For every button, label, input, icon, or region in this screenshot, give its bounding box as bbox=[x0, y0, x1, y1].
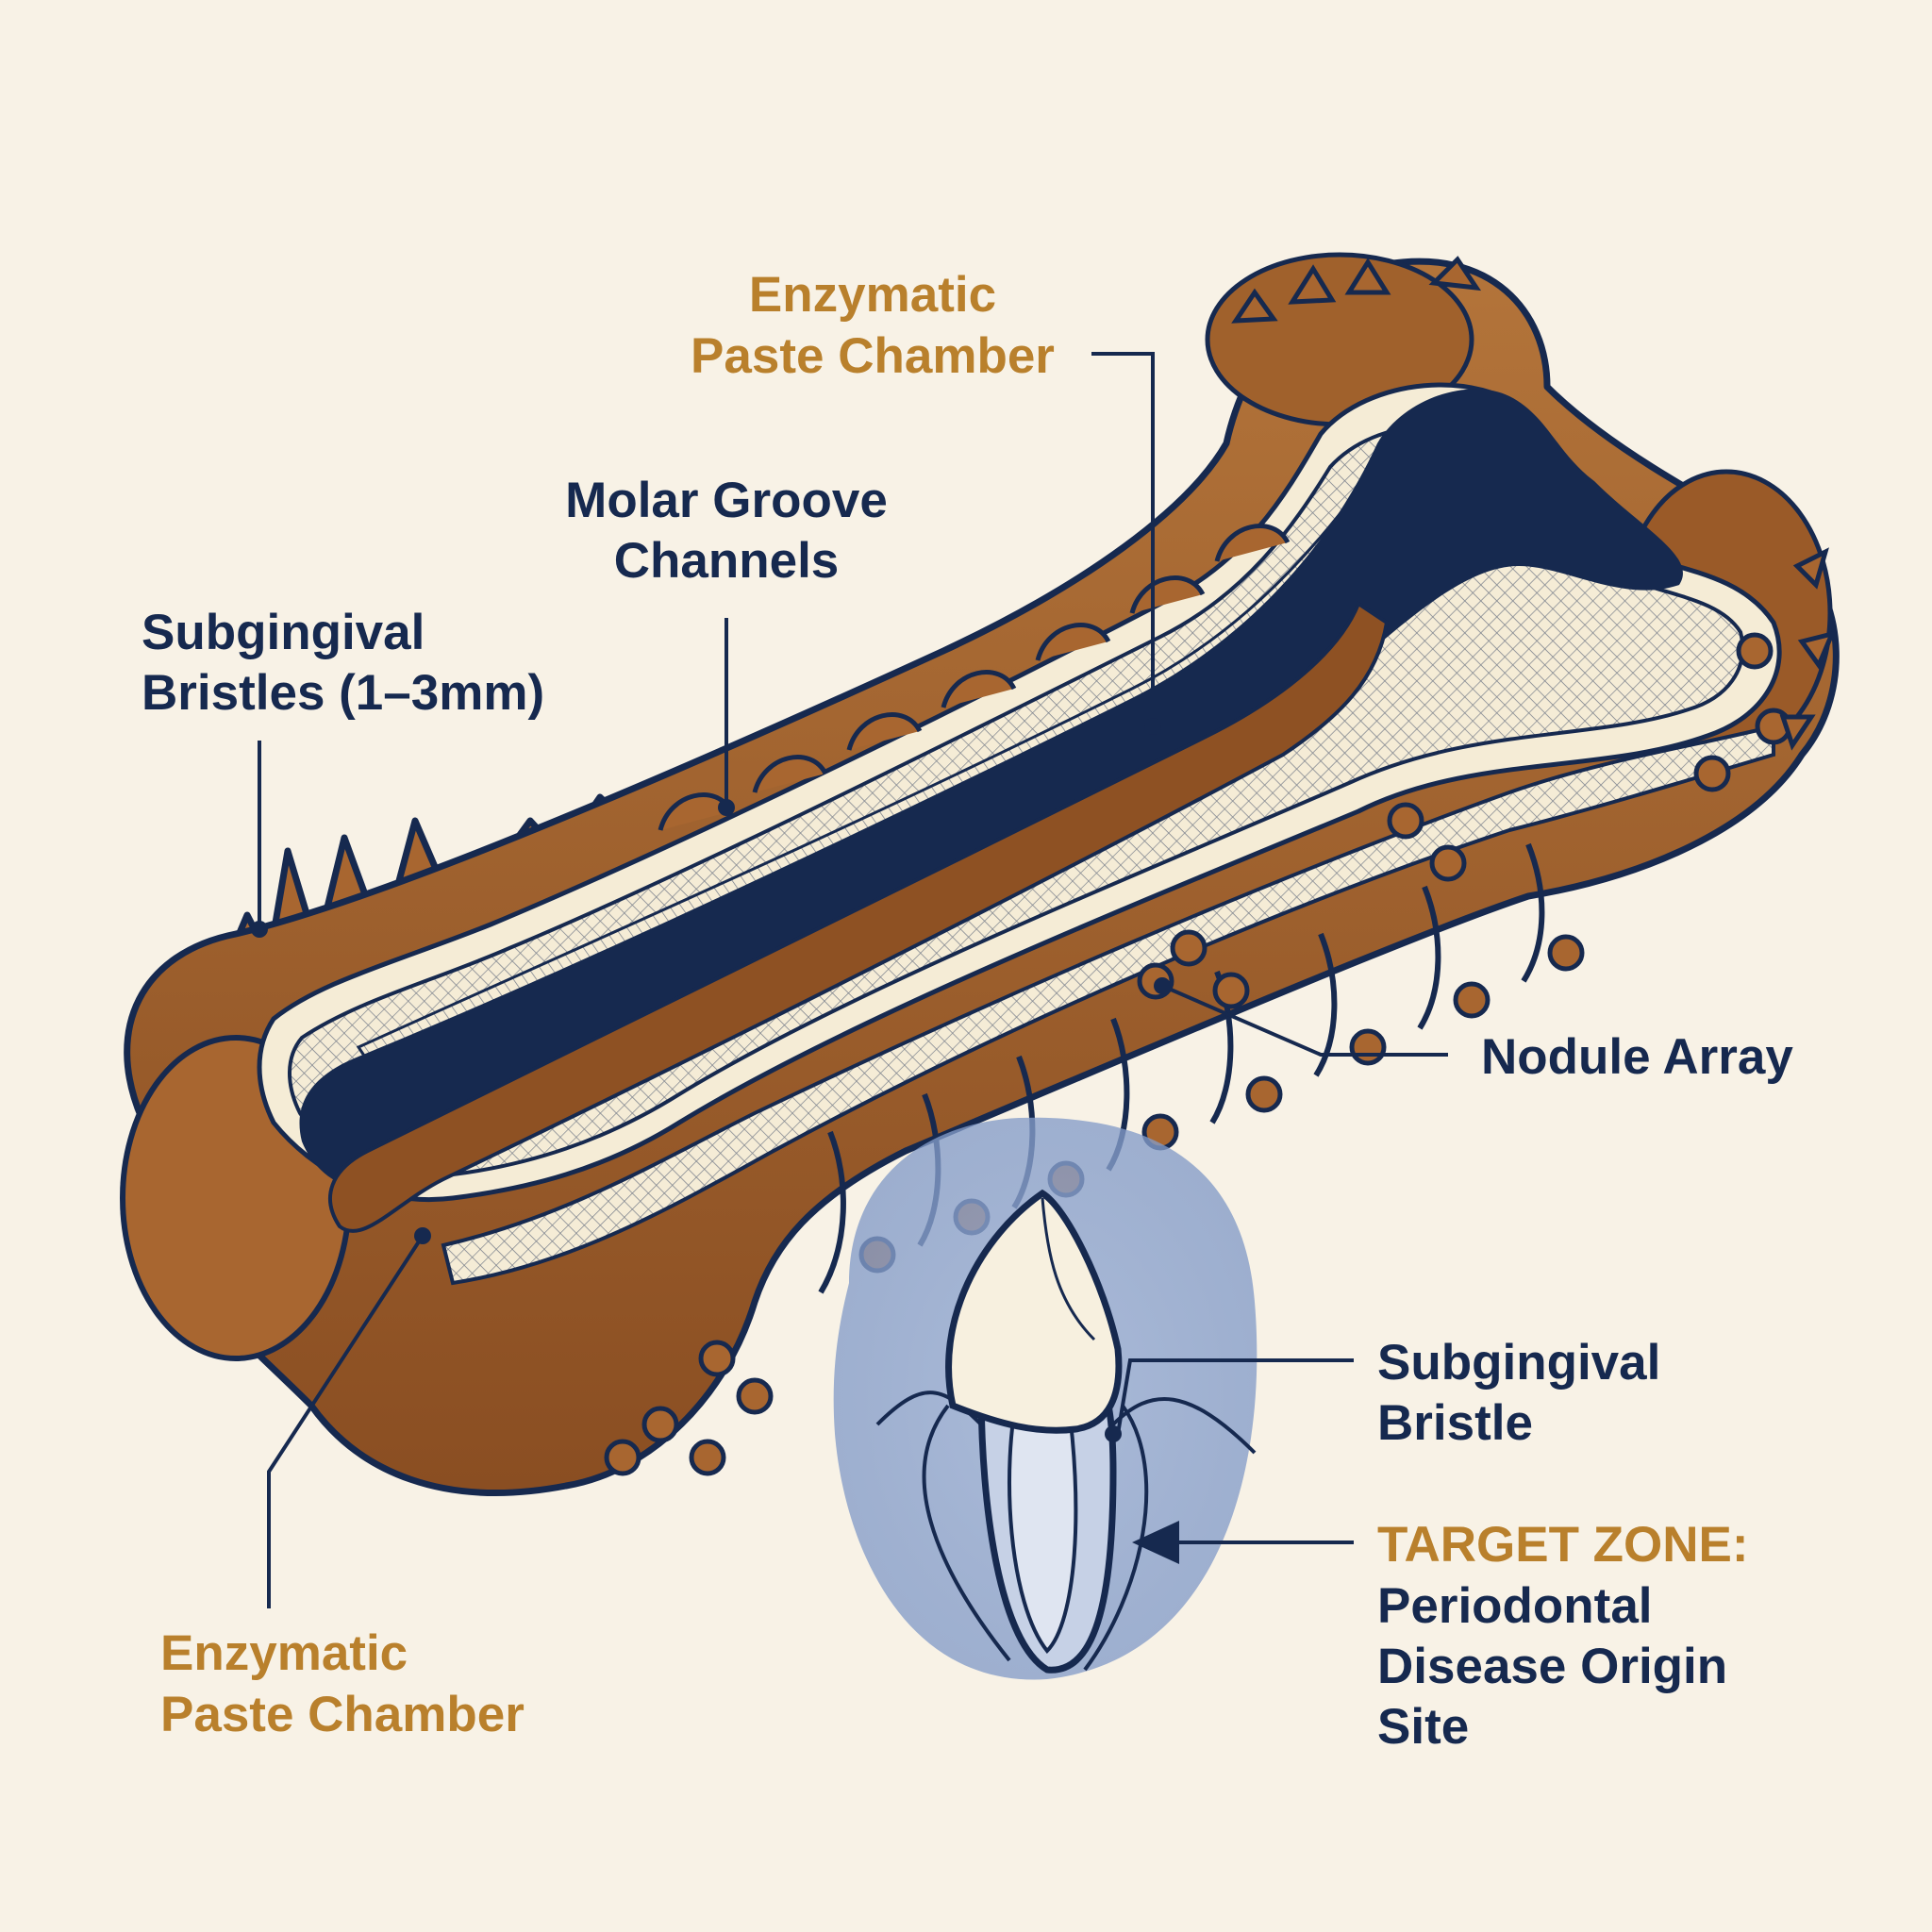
bone-chew bbox=[120, 252, 1840, 1496]
molar-groove-channel-bumps bbox=[658, 524, 1291, 831]
label-text: Molar Groove bbox=[565, 473, 888, 528]
label-text: Bristles (1–3mm) bbox=[142, 665, 544, 721]
label-text: Enzymatic bbox=[160, 1625, 408, 1681]
label-text: Bristle bbox=[1377, 1395, 1533, 1451]
label-target-zone: TARGET ZONE: Periodontal Disease Origin … bbox=[1377, 1517, 1749, 1755]
inner-cavity bbox=[299, 389, 1683, 1192]
label-text: Enzymatic bbox=[749, 267, 996, 323]
label-text: Subgingival bbox=[142, 605, 425, 660]
label-enzymatic-paste-chamber-bottom: Enzymatic Paste Chamber bbox=[160, 1625, 525, 1742]
inner-core-rod bbox=[328, 600, 1390, 1233]
right-end-knobs bbox=[1231, 256, 1837, 751]
label-text: Subgingival bbox=[1377, 1335, 1660, 1391]
label-molar-groove-channels: Molar Groove Channels bbox=[565, 473, 888, 589]
label-text: Site bbox=[1377, 1699, 1469, 1755]
label-text: Paste Chamber bbox=[160, 1687, 525, 1742]
label-enzymatic-paste-chamber-top: Enzymatic Paste Chamber bbox=[691, 267, 1055, 384]
leader-lines bbox=[251, 352, 1448, 1608]
label-nodule-array: Nodule Array bbox=[1481, 1029, 1793, 1085]
label-text: Disease Origin bbox=[1377, 1639, 1727, 1694]
label-subgingival-bristles: Subgingival Bristles (1–3mm) bbox=[142, 605, 544, 721]
label-text: Channels bbox=[614, 533, 840, 589]
label-text: Paste Chamber bbox=[691, 328, 1055, 384]
label-text: Nodule Array bbox=[1481, 1029, 1793, 1085]
target-zone-heading: TARGET ZONE: bbox=[1377, 1517, 1749, 1573]
lower-sheath bbox=[441, 724, 1775, 1286]
tooth-crown bbox=[945, 1189, 1123, 1434]
label-text: Periodontal bbox=[1377, 1578, 1653, 1634]
label-subgingival-bristle: Subgingival Bristle bbox=[1377, 1335, 1660, 1451]
tooth-gum-inset bbox=[833, 1117, 1257, 1680]
